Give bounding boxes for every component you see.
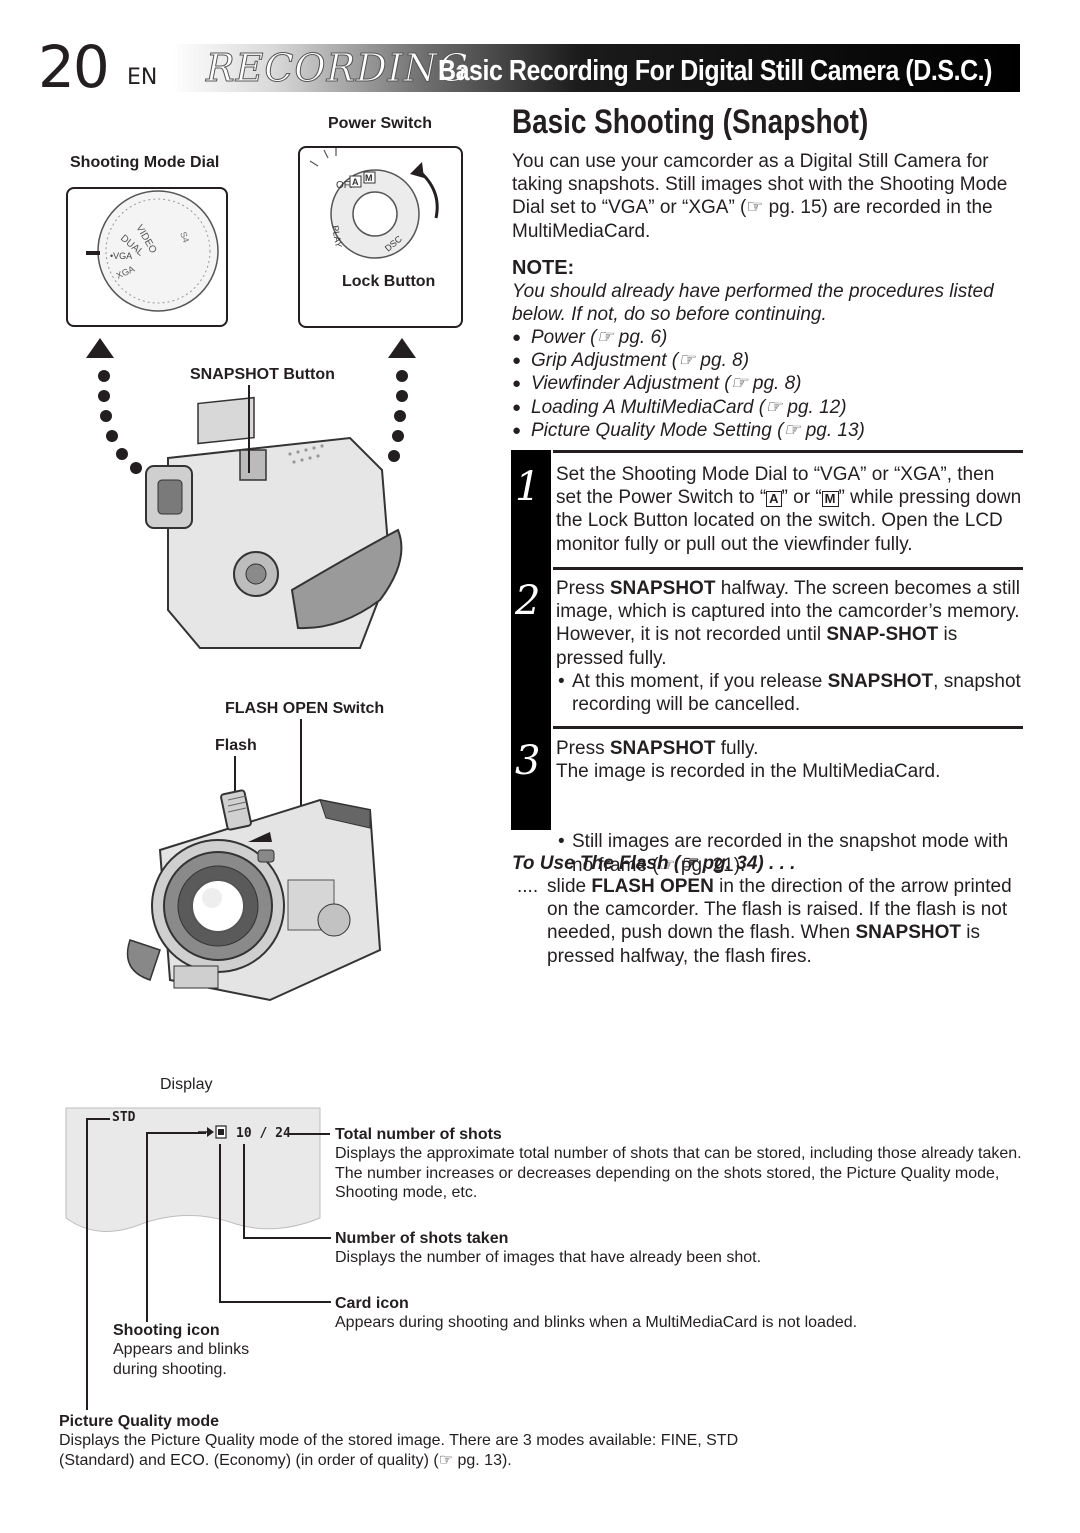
display-screen <box>65 1107 321 1232</box>
power-switch-icon: OFF A M PLAY DSC <box>309 148 439 259</box>
step-divider <box>553 567 1023 570</box>
step-divider <box>553 450 1023 453</box>
shooting-mode-dial-label: Shooting Mode Dial <box>70 154 220 171</box>
shooting-icon <box>207 1127 214 1137</box>
shooting-mode-dial-icon: VIDEO DUAL •VGA XGA S4 <box>86 190 219 312</box>
section-title: Basic Shooting (Snapshot) <box>512 103 869 141</box>
note-item: Power (☞ pg. 6) <box>512 326 1012 349</box>
card-icon-desc: Appears during shooting and blinks when … <box>335 1314 858 1331</box>
step-2-note: At this moment, if you release SNAPSHOT,… <box>556 670 1024 716</box>
note-item: Loading A MultiMediaCard (☞ pg. 12) <box>512 396 1012 419</box>
step-3-note: Still images are recorded in the snapsho… <box>556 830 1032 876</box>
note-item: Picture Quality Mode Setting (☞ pg. 13) <box>512 419 1012 442</box>
shots-taken-title: Number of shots taken <box>335 1230 509 1247</box>
svg-text:M: M <box>365 173 373 183</box>
dial-mark-vga: •VGA <box>110 251 132 261</box>
shooting-mode-dial-panel: VIDEO DUAL •VGA XGA S4 <box>66 187 228 327</box>
step-divider <box>553 726 1023 729</box>
power-switch-label: Power Switch <box>328 115 433 132</box>
up-arrow-icon-right <box>388 338 416 358</box>
section-name: RECORDING <box>205 46 470 91</box>
page-language: EN <box>127 65 158 90</box>
note-title: NOTE: <box>512 257 575 279</box>
shots-taken-desc: Displays the number of images that have … <box>335 1249 762 1266</box>
intro-paragraph: You can use your camcorder as a Digital … <box>512 151 1008 242</box>
note-list: Power (☞ pg. 6) Grip Adjustment (☞ pg. 8… <box>512 326 1012 442</box>
picture-quality-title: Picture Quality mode <box>59 1413 220 1430</box>
lock-button-label: Lock Button <box>342 273 436 290</box>
page-number: 20 <box>38 33 110 101</box>
note-item: Grip Adjustment (☞ pg. 8) <box>512 349 1012 372</box>
step-3-line2: The image is recorded in the MultiMediaC… <box>556 761 941 782</box>
svg-text:OFF: OFF <box>336 180 356 191</box>
flash-dots: .... <box>517 876 539 897</box>
svg-text:A: A <box>352 177 359 187</box>
note-text: You should already have performed the pr… <box>512 281 994 326</box>
step-1-text: Set the Shooting Mode Dial to “VGA” or “… <box>556 464 1022 555</box>
display-label: Display <box>160 1076 213 1093</box>
total-shots-desc: Displays the approximate total number of… <box>335 1145 1022 1201</box>
manual-mode-icon: M <box>821 491 839 508</box>
camcorder-top-illustration <box>86 338 416 649</box>
auto-mode-icon: A <box>766 491 782 508</box>
step-3-number: 3 <box>515 738 541 784</box>
svg-text:S4: S4 <box>178 230 191 244</box>
picture-quality-desc: Displays the Picture Quality mode of the… <box>59 1432 739 1469</box>
total-shots-title: Total number of shots <box>335 1126 502 1143</box>
up-arrow-icon <box>86 338 114 358</box>
step-1-number: 1 <box>515 464 541 510</box>
flash-open-switch-label: FLASH OPEN Switch <box>225 700 385 717</box>
snapshot-button-label: SNAPSHOT Button <box>190 366 335 383</box>
step-bar <box>511 450 551 830</box>
header-band <box>172 44 1020 92</box>
shooting-icon-desc: Appears and blinks during shooting. <box>113 1341 250 1378</box>
step-2-text: Press SNAPSHOT halfway. The screen becom… <box>556 578 1020 669</box>
flash-text: slide FLASH OPEN in the direction of the… <box>547 876 1012 967</box>
flash-heading: To Use The Flash (☞ pg. 34) . . . <box>512 853 796 874</box>
card-icon-title: Card icon <box>335 1295 409 1312</box>
page-title: Basic Recording For Digital Still Camera… <box>438 55 993 87</box>
svg-text:PLAY: PLAY <box>330 225 344 249</box>
display-quality: STD <box>112 1110 136 1125</box>
shooting-icon-title: Shooting icon <box>113 1322 220 1339</box>
note-item: Viewfinder Adjustment (☞ pg. 8) <box>512 372 1012 395</box>
flash-label: Flash <box>215 737 257 754</box>
camcorder-front-illustration <box>126 789 382 1002</box>
step-2-number: 2 <box>515 578 541 624</box>
display-counter: 10 / 24 <box>236 1126 291 1141</box>
power-switch-panel: OFF A M PLAY DSC <box>298 146 463 328</box>
step-3-text: Press SNAPSHOT fully. <box>556 738 759 759</box>
